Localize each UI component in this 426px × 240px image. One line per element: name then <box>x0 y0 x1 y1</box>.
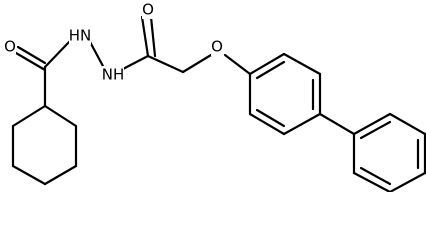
bond-line <box>16 45 47 65</box>
atom-symbol: HN <box>69 27 92 45</box>
atom-label-nh-left: HN <box>69 27 92 45</box>
bond-line <box>140 15 150 58</box>
bond-line <box>43 39 72 69</box>
bond-line <box>43 104 78 128</box>
bond-line <box>318 112 356 136</box>
bond-line <box>248 112 286 136</box>
bond-line <box>282 52 322 76</box>
atom-label-o-amide: O <box>4 38 16 56</box>
bond-line <box>181 53 213 74</box>
atom-label-background <box>142 1 154 19</box>
bond-line <box>282 112 322 136</box>
bond-line <box>11 164 47 186</box>
bond-line <box>388 112 426 136</box>
atom-label-o-ether: O <box>211 38 223 56</box>
bond-line <box>359 166 392 186</box>
bond-line <box>43 164 78 186</box>
bond-line <box>255 60 286 80</box>
bond-line <box>146 54 185 74</box>
bond-line <box>352 171 392 192</box>
atom-label-nh-right: NH <box>102 66 125 84</box>
atom-label-background <box>4 38 16 56</box>
structure-drawing: O HN NH O O <box>4 1 426 192</box>
atom-symbol: O <box>211 38 223 56</box>
bond-line <box>359 120 392 140</box>
bond-line <box>11 104 47 128</box>
atom-label-background <box>211 38 223 56</box>
atom-symbol: O <box>4 38 16 56</box>
atom-symbol: O <box>142 1 154 19</box>
bond-line <box>149 15 157 58</box>
atom-label-background <box>102 66 124 84</box>
bond-line <box>223 53 252 76</box>
bond-line <box>121 54 150 71</box>
bond-line <box>14 51 47 72</box>
bond-line <box>388 171 426 192</box>
atom-label-background <box>69 27 91 45</box>
bond-line <box>352 112 392 136</box>
bond-line <box>248 52 286 76</box>
bond-line <box>255 108 286 128</box>
bond-line <box>87 38 106 70</box>
atom-symbol: NH <box>102 66 125 84</box>
atom-label-o-carbonyl: O <box>142 1 154 19</box>
molecule-diagram: O HN NH O O <box>4 0 426 192</box>
